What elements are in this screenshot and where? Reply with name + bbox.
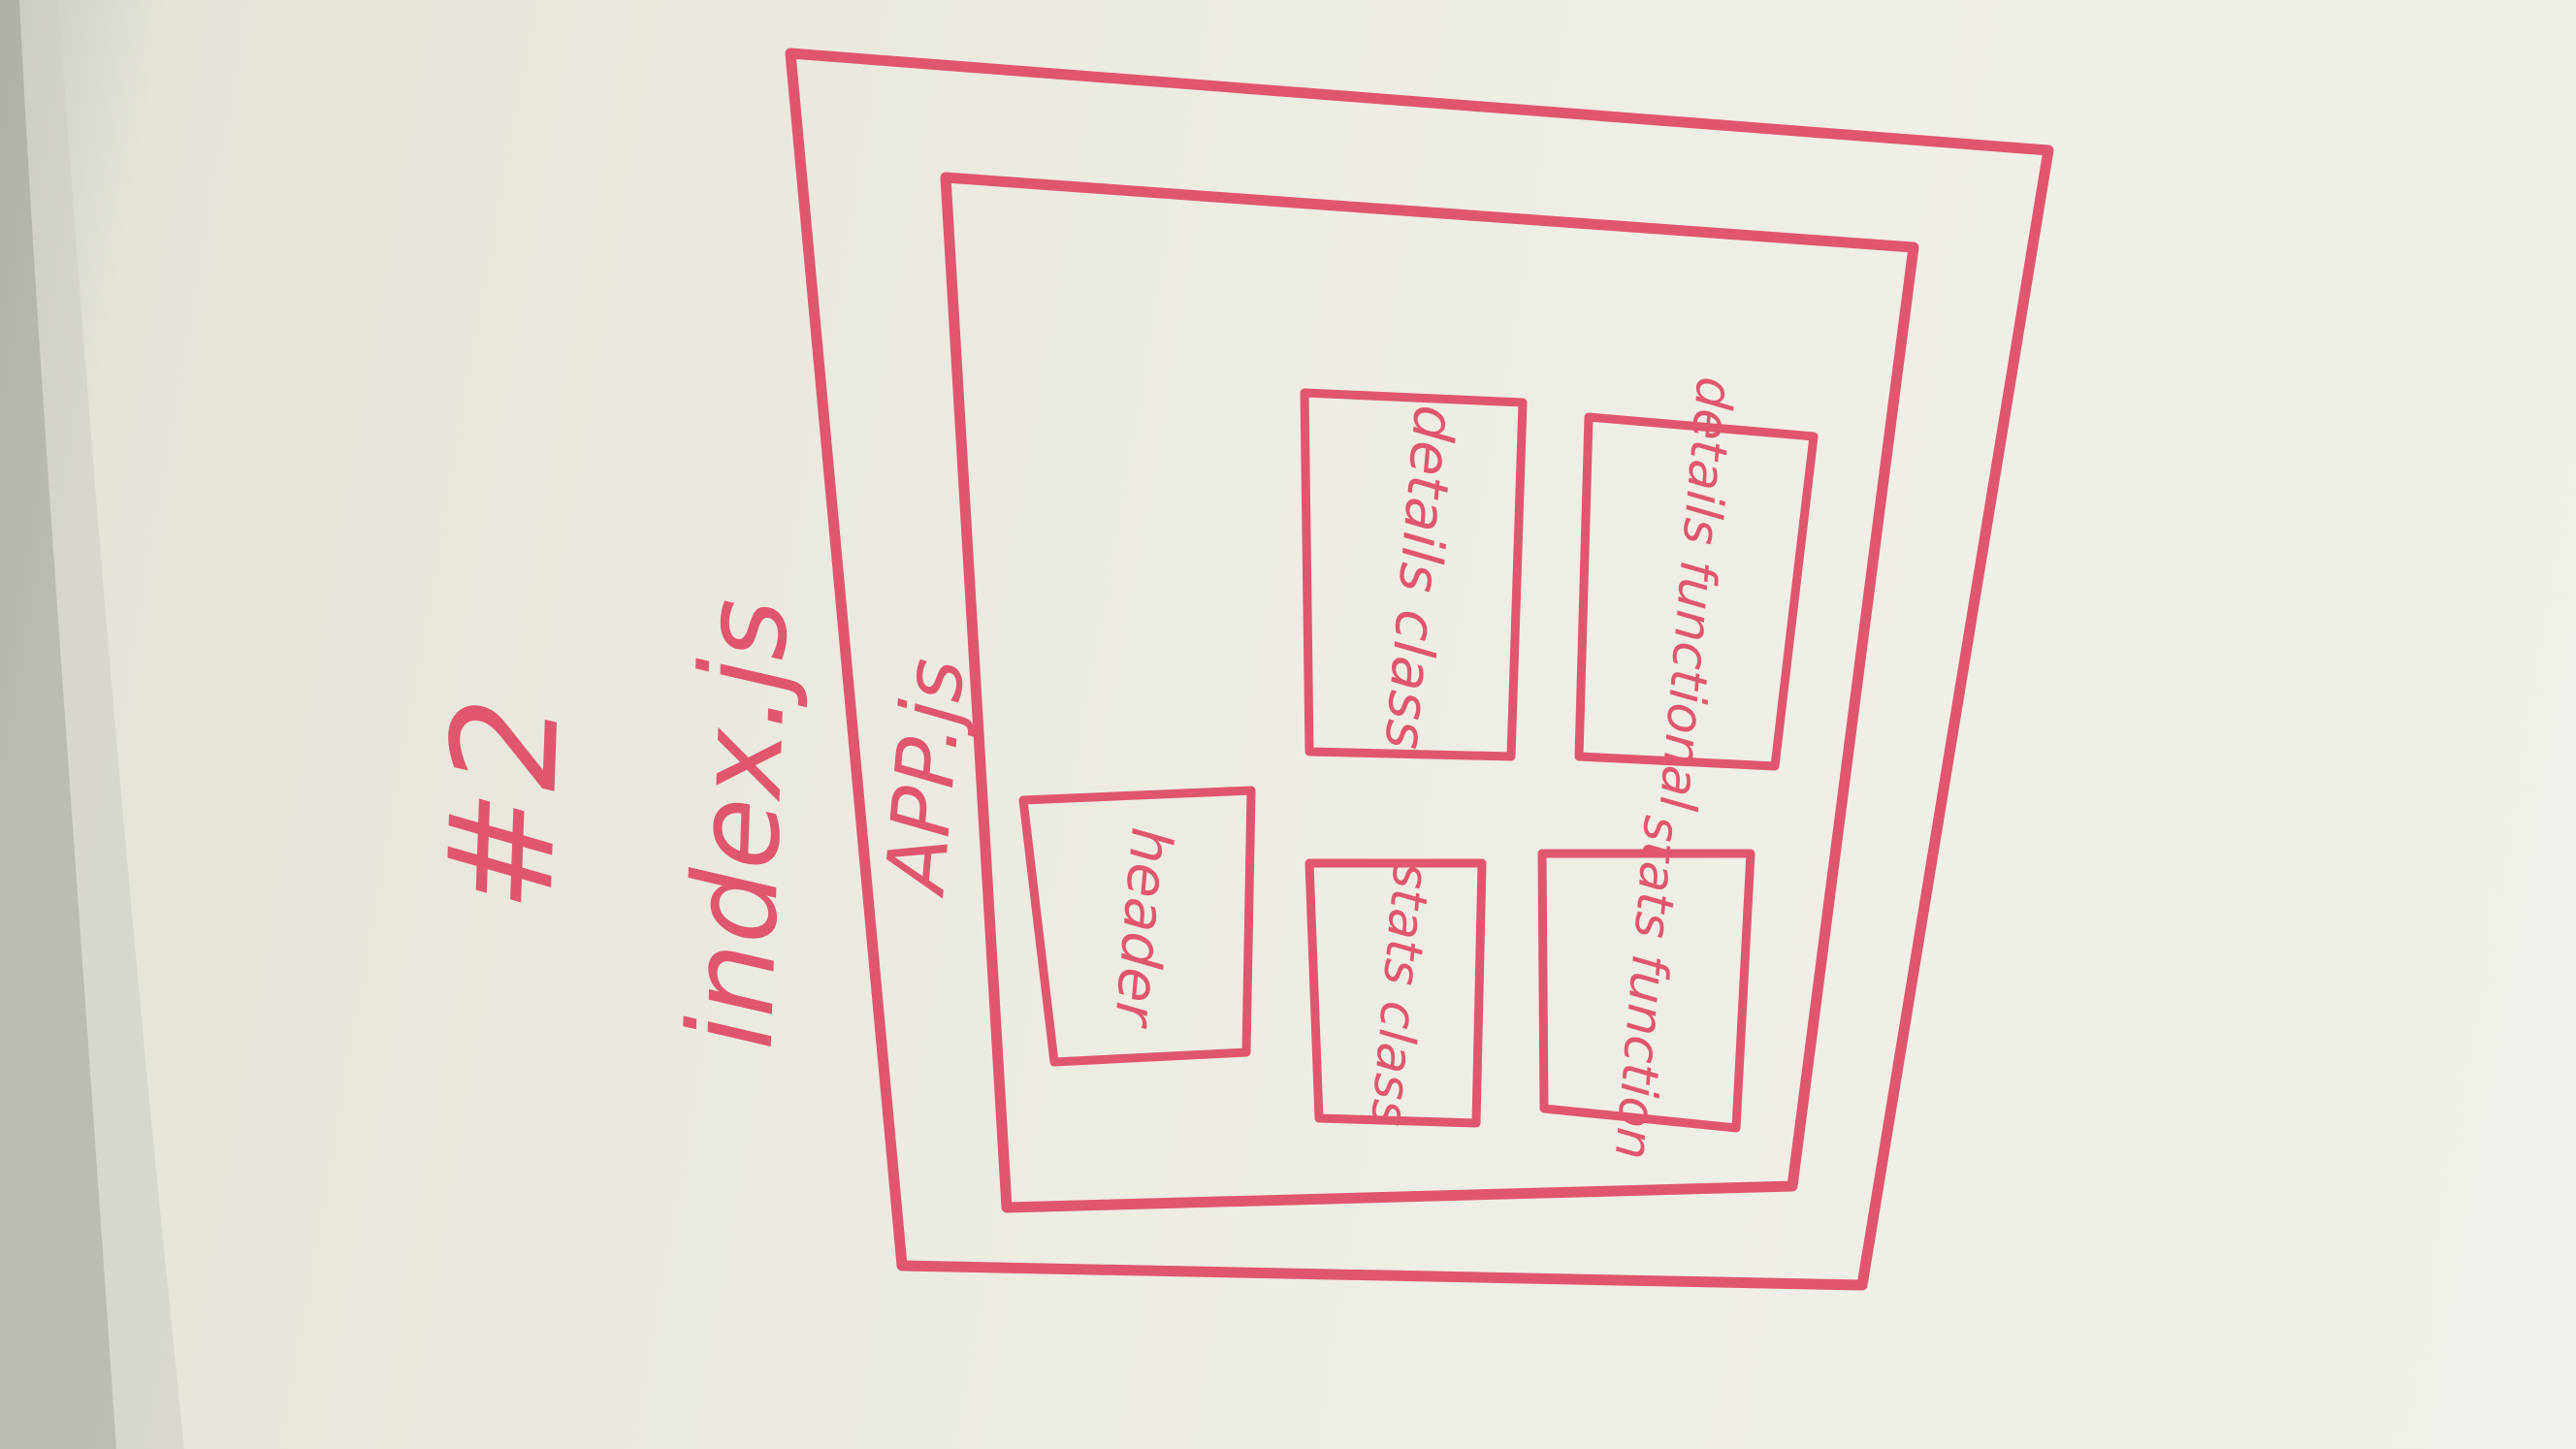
inner-label: APP.js [867, 655, 982, 901]
title-number: #2 [416, 694, 593, 915]
wall-shadow-soft [19, 0, 184, 1449]
stats-class-box [1304, 858, 1487, 1128]
details-class-label: details class [1372, 402, 1468, 752]
details-functional-label: details functional [1648, 374, 1744, 814]
stats-function-label: stats function [1603, 813, 1691, 1162]
outer-label: index.js [664, 596, 815, 1051]
stats-class-label: stats class [1359, 860, 1440, 1129]
header-label: header [1102, 825, 1185, 1032]
wall-shadow [0, 0, 116, 1449]
stats-function-box [1537, 849, 1755, 1133]
details-functional-box [1574, 412, 1819, 771]
app-js-box [940, 172, 1919, 1213]
header-box [1018, 786, 1256, 1067]
index-js-box [785, 48, 2054, 1291]
details-class-box [1300, 388, 1528, 761]
